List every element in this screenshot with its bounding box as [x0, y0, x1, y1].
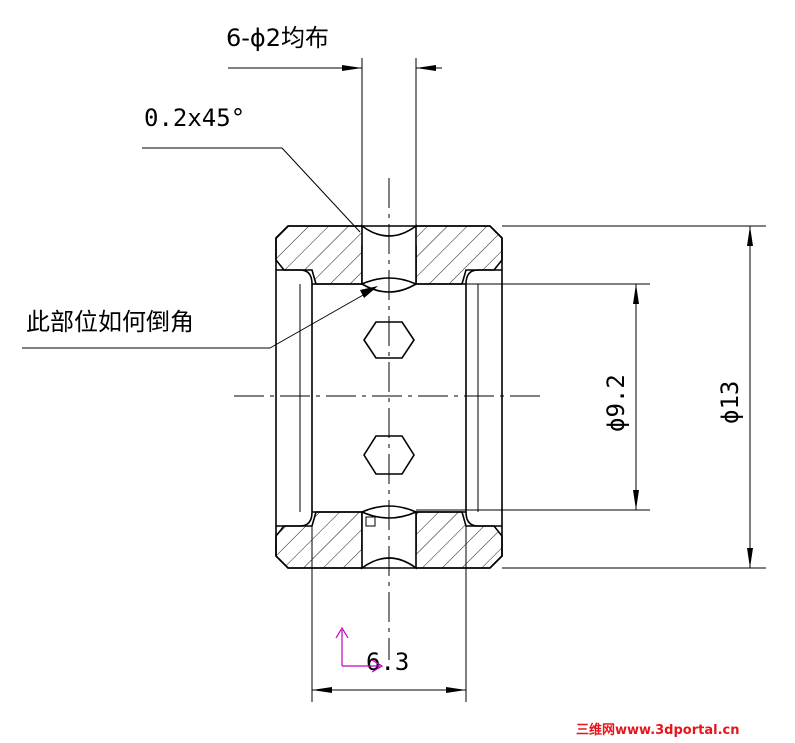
outer-contour	[275, 225, 503, 569]
top-wall-right	[412, 225, 503, 285]
bottom-wall-left	[275, 511, 366, 569]
holes-note: 6-ϕ2均布	[226, 24, 329, 52]
chamfer-leader	[142, 147, 361, 233]
question-leader	[22, 286, 378, 349]
hole-dimension	[228, 58, 442, 226]
bottom-wall-right	[412, 511, 503, 569]
question-note: 此部位如何倒角	[26, 308, 194, 336]
outer-diameter-label: ϕ13	[716, 381, 744, 424]
left-recess	[276, 269, 313, 527]
watermark: 三维网www.3dportal.cn	[576, 722, 739, 738]
inner-diameter-dimension	[416, 283, 650, 511]
part-outline	[275, 225, 503, 569]
outer-diameter-dimension	[502, 225, 766, 569]
ucs-icon	[335, 626, 384, 673]
center-lines	[234, 178, 545, 660]
right-recess	[465, 269, 502, 527]
length-dimension	[311, 526, 467, 702]
inner-diameter-label: ϕ9.2	[602, 374, 630, 432]
chamfer-note: 0.2x45°	[144, 104, 245, 132]
top-wall-left	[275, 225, 366, 285]
small-square-marker	[365, 516, 376, 527]
